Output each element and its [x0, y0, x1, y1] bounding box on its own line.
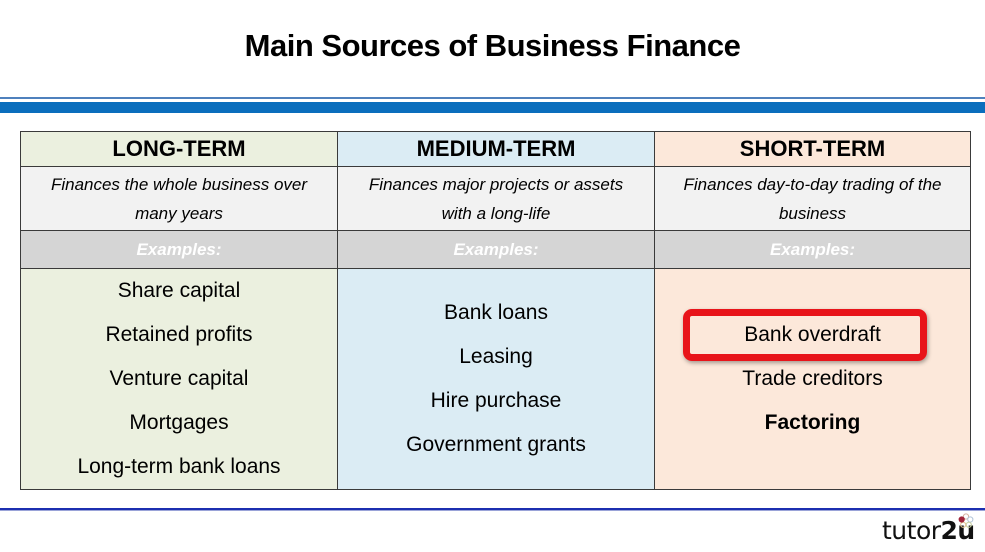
flower-icon	[958, 513, 974, 528]
footer-divider-shadow	[0, 510, 985, 511]
list-item: Hire purchase	[430, 389, 562, 412]
header-divider-thin	[0, 97, 985, 99]
column-heading-long-term: LONG-TERM	[21, 132, 338, 167]
description-long-term: Finances the whole business over many ye…	[21, 167, 338, 231]
list-item: Venture capital	[109, 367, 249, 390]
slide-title: Main Sources of Business Finance	[244, 28, 741, 63]
description-medium-term: Finances major projects or assets with a…	[338, 167, 655, 231]
column-heading-short-term: SHORT-TERM	[655, 132, 970, 167]
logo-text: tutor	[882, 516, 941, 545]
examples-list-medium-term: Bank loans Leasing Hire purchase Governm…	[338, 269, 655, 489]
examples-label-medium-term: Examples:	[338, 231, 655, 269]
examples-list-short-term: Bank overdraft Trade creditors Factoring	[655, 269, 970, 489]
header-divider-thick	[0, 102, 985, 113]
examples-label-long-term: Examples:	[21, 231, 338, 269]
footer-divider	[0, 508, 985, 510]
list-item: Retained profits	[105, 323, 253, 346]
list-item: Mortgages	[129, 411, 229, 434]
finance-sources-table: LONG-TERM MEDIUM-TERM SHORT-TERM Finance…	[20, 131, 971, 490]
examples-list-long-term: Share capital Retained profits Venture c…	[21, 269, 338, 489]
examples-label-short-term: Examples:	[655, 231, 970, 269]
list-item: Long-term bank loans	[77, 455, 281, 478]
list-item: Bank loans	[444, 301, 548, 324]
logo-text-bold: 2u	[940, 516, 976, 545]
list-item: Factoring	[764, 411, 861, 434]
list-item: Leasing	[459, 345, 533, 368]
list-item: Share capital	[117, 279, 241, 302]
tutor2u-logo: tutor2u	[882, 516, 975, 545]
list-item-highlighted: Bank overdraft	[744, 323, 881, 346]
column-heading-medium-term: MEDIUM-TERM	[338, 132, 655, 167]
list-item: Trade creditors	[742, 367, 883, 390]
list-item: Government grants	[406, 433, 586, 456]
description-short-term: Finances day-to-day trading of the busin…	[655, 167, 970, 231]
